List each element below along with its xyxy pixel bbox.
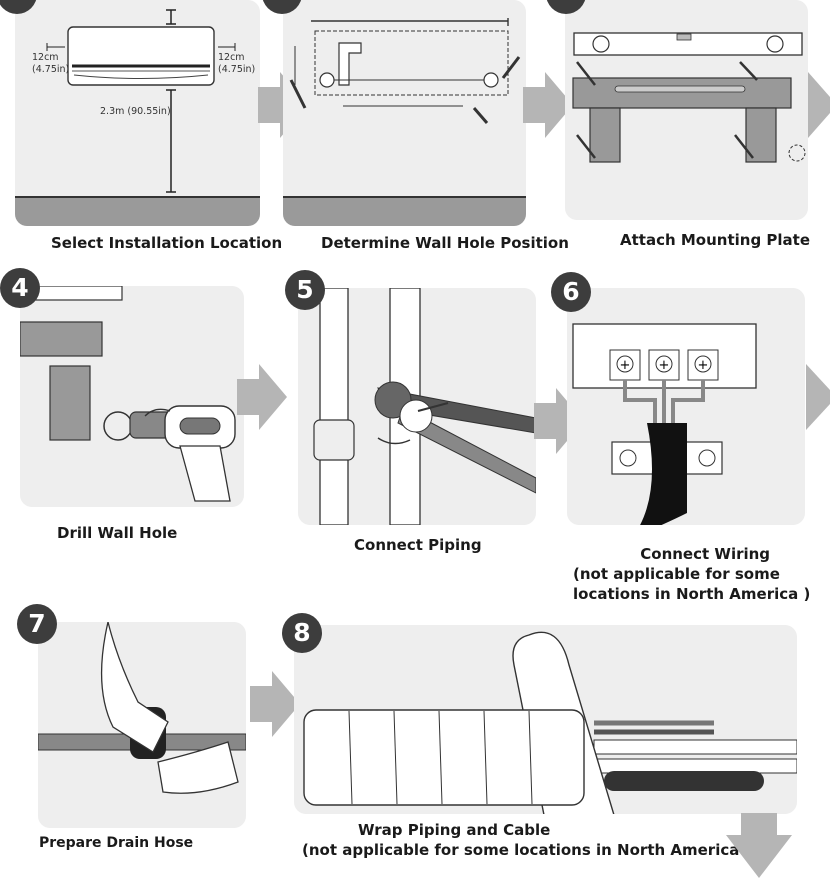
step-8-caption: Wrap Piping and Cable (not applicable fo… [302,820,751,860]
step-5-illustration [298,288,536,525]
step-5-badge: 5 [285,270,325,310]
step-8-badge: 8 [282,613,322,653]
arrow-right-icon [806,364,830,430]
step-3-caption: Attach Mounting Plate [620,231,810,249]
svg-text:+: + [698,358,709,373]
step-3-panel [565,0,808,220]
floor-height-label: 2.3m (90.55in) [100,106,171,118]
step-6-badge: 6 [551,272,591,312]
step-6-caption: Connect Wiring (not applicable for some … [573,544,810,604]
step-3-illustration [565,0,808,220]
step-4-panel [20,286,244,507]
arrow-right-icon [808,72,830,138]
arrow-down-icon [726,813,792,878]
step-1-caption: Select Installation Location [51,234,282,252]
step-5-caption: Connect Piping [354,536,482,554]
step-2-illustration [283,0,526,226]
arrow-right-icon [237,364,289,430]
step-5-panel [298,288,536,525]
step-2-panel [283,0,526,226]
step-7-badge: 7 [17,604,57,644]
step-6-panel: + + + [567,288,805,525]
left-clearance-label: 12cm(4.75in) [32,52,69,76]
step-7-panel [38,622,246,828]
step-2-caption: Determine Wall Hole Position [321,234,569,252]
step-8-illustration [294,625,797,814]
step-8-panel [294,625,797,814]
right-clearance-label: 12cm(4.75in) [218,52,255,76]
step-4-caption: Drill Wall Hole [57,524,177,542]
step-6-illustration: + + + [567,288,805,525]
step-4-illustration [20,286,244,507]
step-1-panel: 12cm(4.75in) 12cm(4.75in) 2.3m (90.55in) [15,0,260,226]
svg-text:+: + [620,358,631,373]
step-7-illustration [38,622,246,828]
step-4-badge: 4 [0,268,40,308]
step-7-caption: Prepare Drain Hose [39,835,193,851]
svg-text:+: + [659,358,670,373]
